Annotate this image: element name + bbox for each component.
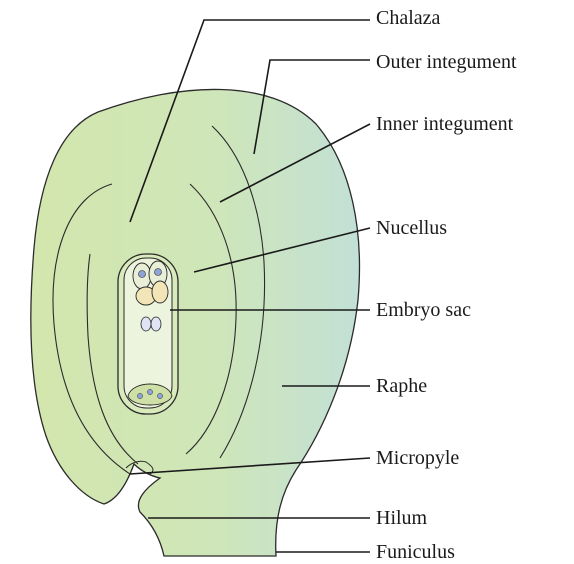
antipodal-nucleus-3 (157, 393, 162, 398)
label-chalaza: Chalaza (376, 6, 440, 30)
label-nucellus: Nucellus (376, 216, 447, 240)
label-hilum: Hilum (376, 506, 427, 530)
egg-cell-right (152, 281, 168, 303)
nucleus-1 (139, 271, 146, 278)
nucleus-2 (155, 269, 162, 276)
label-micropyle: Micropyle (376, 446, 459, 470)
label-funiculus: Funiculus (376, 540, 455, 564)
polar-nucleus-left (141, 317, 151, 331)
antipodal-nucleus-2 (147, 389, 152, 394)
polar-nucleus-right (151, 317, 161, 331)
label-outer-integument: Outer integument (376, 50, 517, 74)
label-raphe: Raphe (376, 374, 427, 398)
outer-integument-shape (31, 89, 360, 556)
label-embryo-sac: Embryo sac (376, 298, 471, 322)
antipodal-nucleus-1 (137, 393, 142, 398)
label-inner-integument: Inner integument (376, 112, 513, 136)
